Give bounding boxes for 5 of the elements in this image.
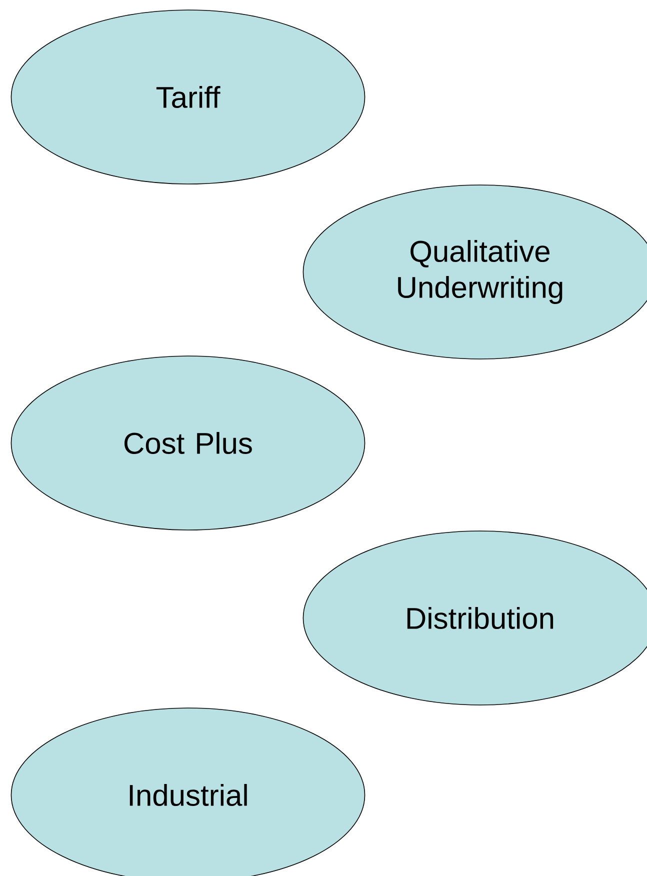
oval: Distribution	[302, 530, 647, 706]
oval: Tariff	[10, 10, 366, 184]
oval: Cost Plus	[10, 356, 366, 530]
oval: Qualitative Underwriting	[302, 184, 647, 360]
oval: Industrial	[10, 708, 366, 876]
